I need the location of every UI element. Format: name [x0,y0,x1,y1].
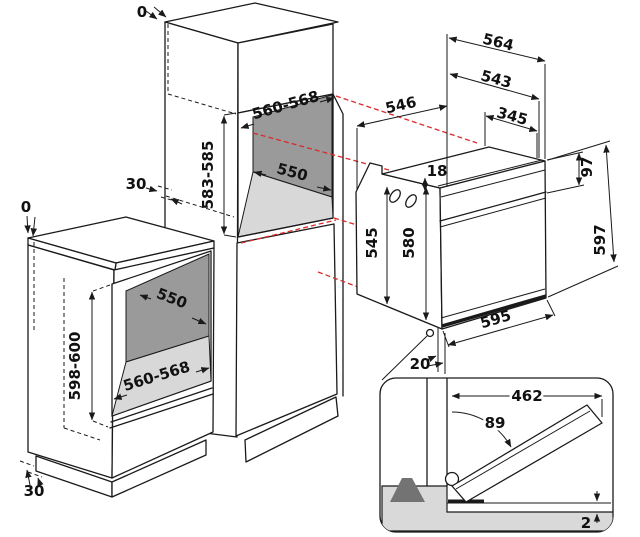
door-detail-inset: 462 89 2 [379,377,614,533]
dim-upper-top-clearance: 0 [137,3,147,21]
dim-oven-total-height: 597 [591,224,609,255]
adjustable-foot [390,478,425,502]
dim-upper-rear-clearance: 30 [126,175,147,193]
base-cabinet-plinth-front [111,439,207,498]
dim-oven-front-height: 580 [400,227,418,258]
tall-cabinet-lower-front-face [235,223,338,437]
dim-oven-depth-front-section: 345 [495,103,530,128]
dim-oven-top-trim: 18 [427,162,448,180]
dim-upper-niche-height: 583-585 [199,141,217,210]
adjacent-panel-edge [332,93,344,397]
tall-cabinet [157,2,344,463]
dim-oven-control-panel-height: 97 [578,157,596,178]
detail-leader-line [381,335,428,381]
dim-door-length: 462 [511,387,542,405]
dim-base-top-clearance: 0 [21,198,31,216]
oven [355,146,547,330]
oven-vent-slot [389,189,401,203]
dim-door-angle: 89 [485,414,506,432]
dim-oven-door-clearance: 20 [410,355,431,373]
dim-base-plinth-recess: 30 [24,482,45,500]
dim-oven-depth-with-door: 564 [481,30,516,55]
open-oven-door [451,404,603,503]
dim-oven-depth-body: 543 [479,66,514,91]
tall-cabinet-plinth [244,396,339,463]
oven-front-face [439,160,547,330]
dim-oven-rear-height: 545 [363,227,381,258]
dim-base-niche-height: 598-600 [66,332,84,401]
door-angle-arc [451,411,512,448]
oven-vent-slot [405,194,417,208]
base-cabinet [19,216,215,498]
detail-callout-point [425,328,435,338]
dim-floor-clearance: 2 [581,514,591,532]
